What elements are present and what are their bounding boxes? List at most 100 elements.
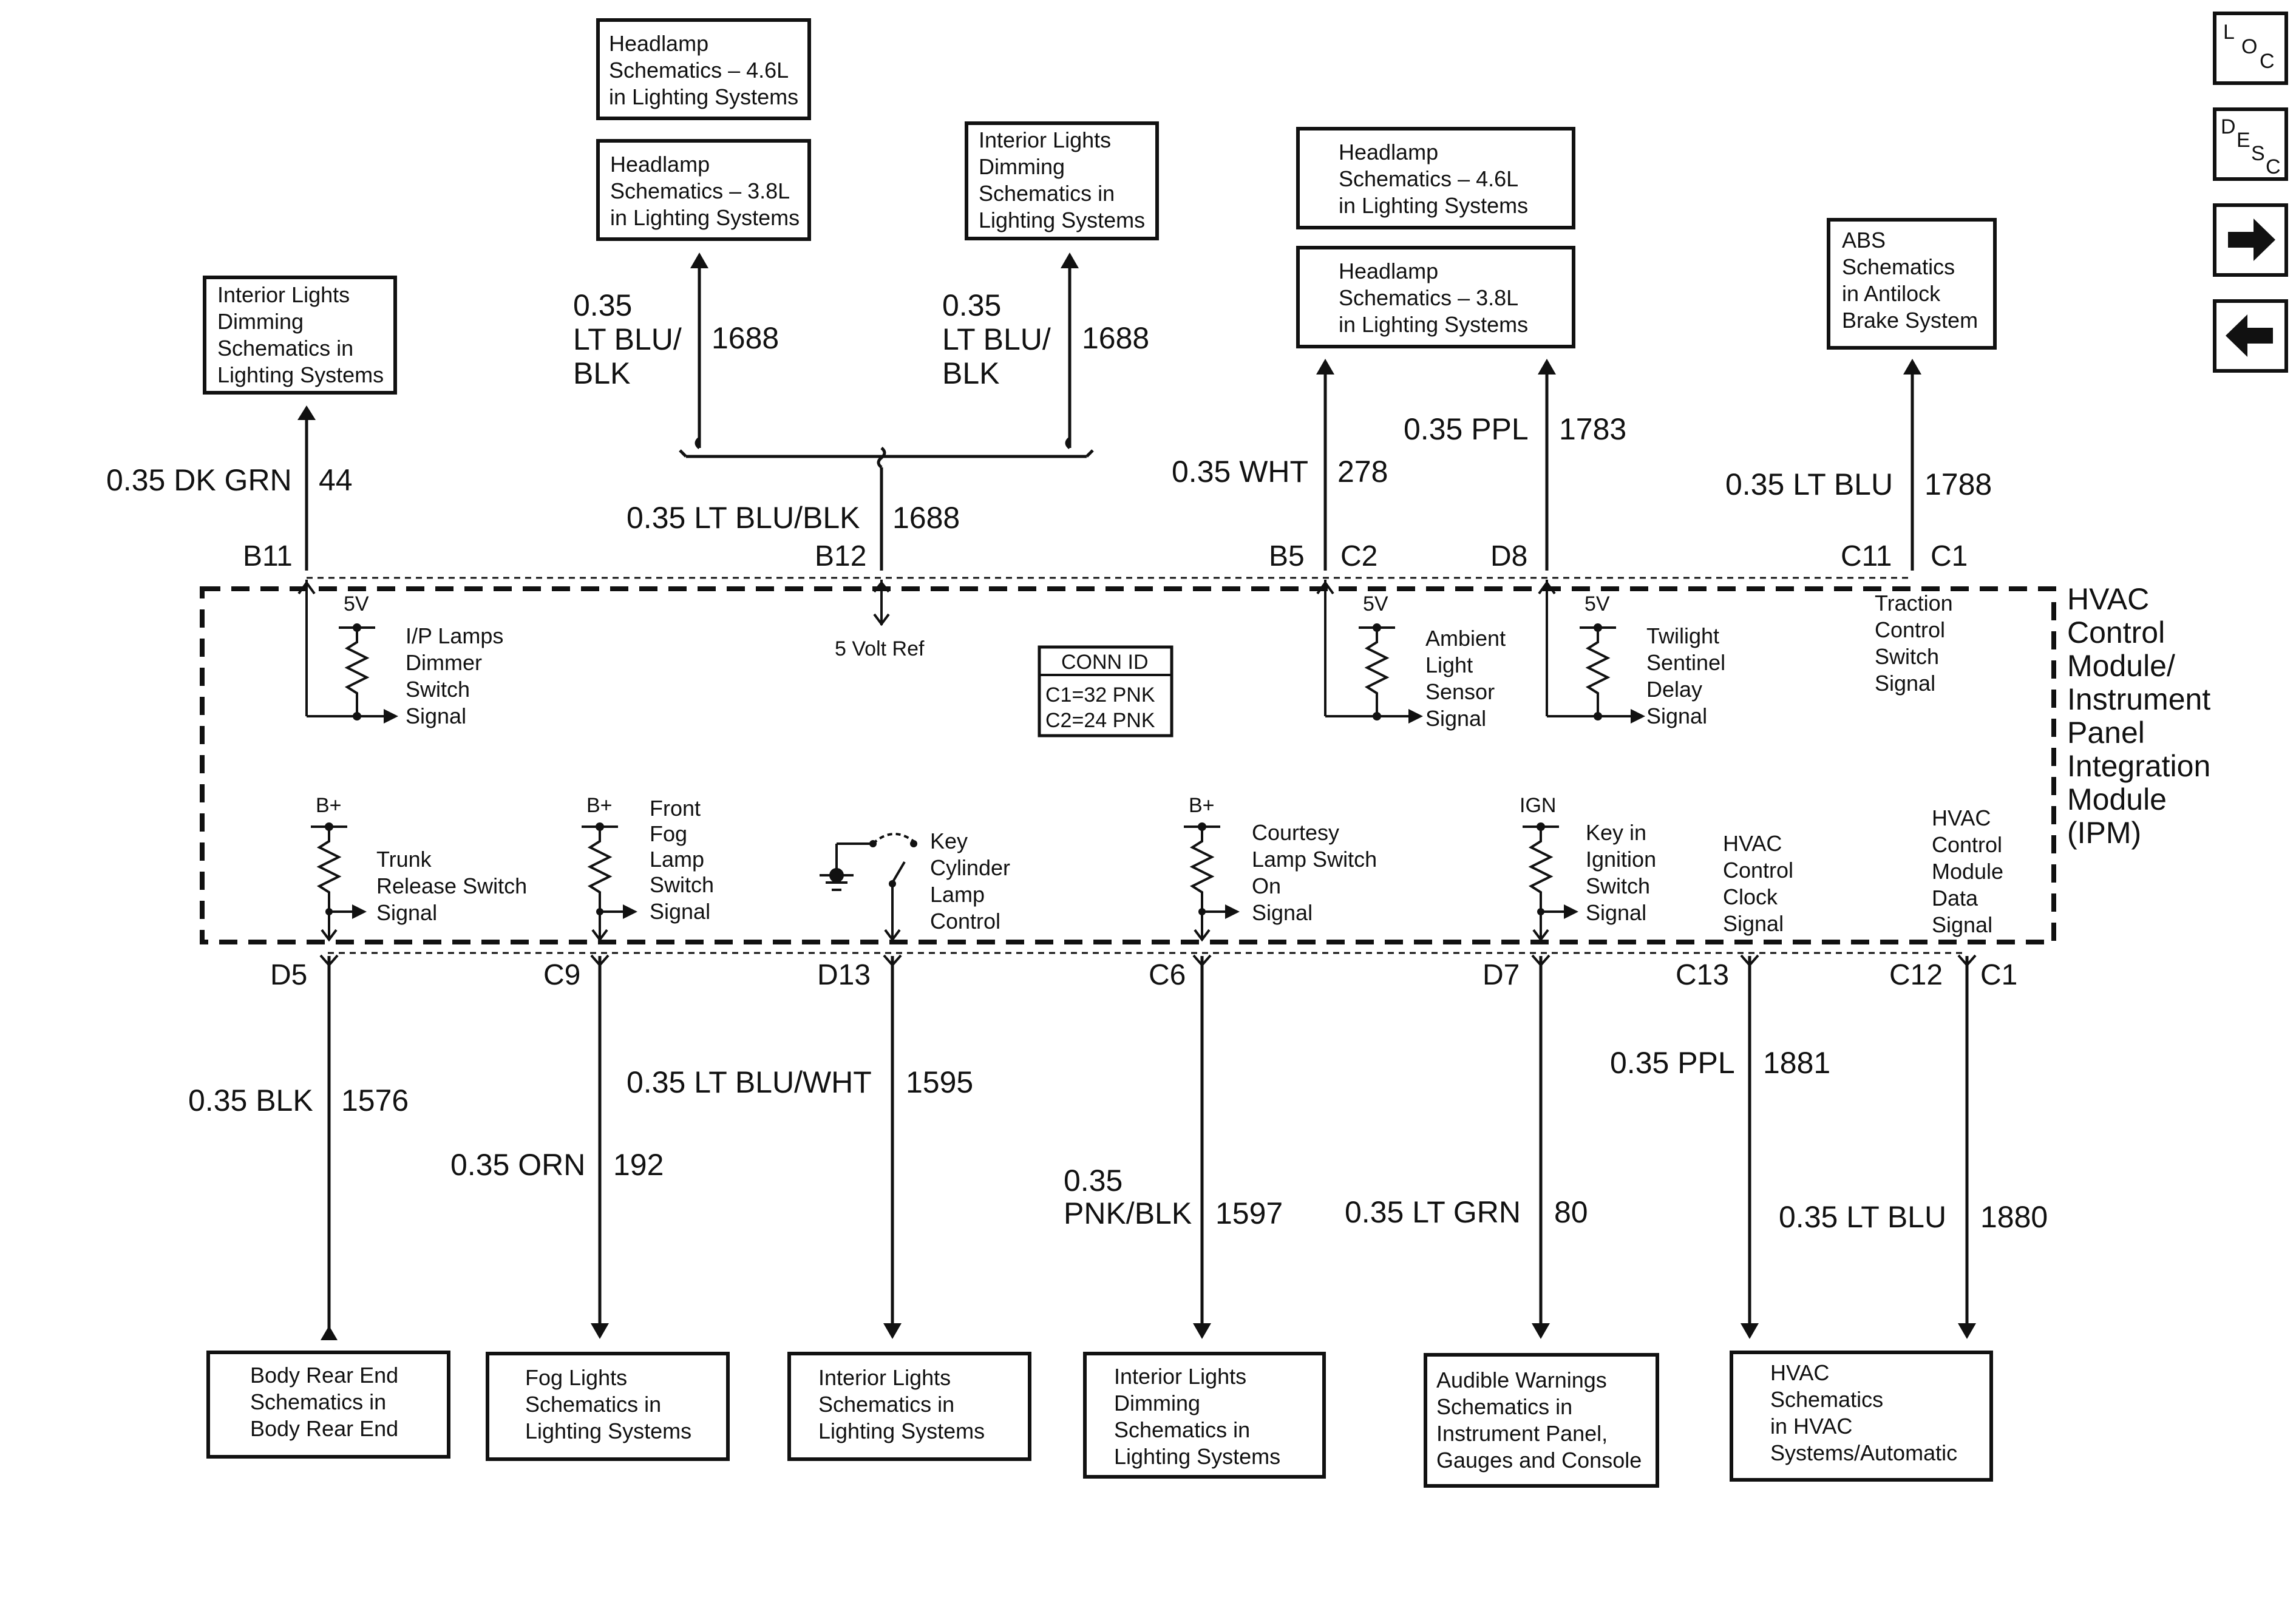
svg-text:Light: Light xyxy=(1425,653,1473,677)
svg-text:Control: Control xyxy=(930,909,1000,934)
svg-text:Twilight: Twilight xyxy=(1646,623,1719,648)
svg-text:B+: B+ xyxy=(586,794,613,817)
svg-text:C1: C1 xyxy=(1931,540,1968,572)
box-interior-dimming-mid[interactable]: Interior Lights Dimming Schematics in Li… xyxy=(965,121,1159,240)
prev-page-button[interactable] xyxy=(2213,299,2288,373)
svg-text:Schematics in: Schematics in xyxy=(1436,1394,1572,1419)
svg-text:Integration: Integration xyxy=(2067,749,2210,783)
wire-1595: D13 0.35 LT BLU/WHT 1595 xyxy=(627,954,973,1339)
wire-1880: C12 C1 0.35 LT BLU 1880 xyxy=(1779,954,2048,1339)
svg-text:HVAC: HVAC xyxy=(1723,831,1782,856)
svg-text:1788: 1788 xyxy=(1924,467,1992,501)
svg-text:0.35 ORN: 0.35 ORN xyxy=(450,1148,585,1182)
svg-text:HVAC: HVAC xyxy=(1770,1360,1829,1385)
svg-text:0.35 WHT: 0.35 WHT xyxy=(1172,455,1308,489)
svg-text:5V: 5V xyxy=(344,592,369,615)
svg-text:0.35 LT BLU: 0.35 LT BLU xyxy=(1725,467,1893,501)
svg-text:B12: B12 xyxy=(815,540,866,572)
box-interior-dimming-bottom[interactable]: Interior Lights Dimming Schematics in Li… xyxy=(1083,1352,1326,1479)
svg-text:Panel: Panel xyxy=(2067,716,2145,750)
svg-text:1881: 1881 xyxy=(1763,1046,1830,1080)
desc-button[interactable]: D E S C xyxy=(2213,107,2288,181)
svg-text:C2: C2 xyxy=(1340,540,1377,572)
svg-text:Interior Lights: Interior Lights xyxy=(1114,1364,1246,1389)
wire-44: 0.35 DK GRN 44 B11 xyxy=(106,405,353,572)
wire-1788: 0.35 LT BLU 1788 C11 C1 xyxy=(1725,359,1992,572)
svg-text:in Lighting Systems: in Lighting Systems xyxy=(610,205,800,230)
svg-text:CONN ID: CONN ID xyxy=(1061,651,1149,674)
svg-text:IGN: IGN xyxy=(1520,794,1556,817)
svg-text:Schematics in: Schematics in xyxy=(217,336,353,361)
svg-text:C9: C9 xyxy=(543,959,580,991)
svg-text:D: D xyxy=(2221,115,2236,138)
svg-text:Front: Front xyxy=(650,796,701,821)
svg-text:C: C xyxy=(2266,155,2281,178)
fog-circuit: B+ Front Fog Lamp Switch Signal xyxy=(582,794,714,942)
svg-text:Signal: Signal xyxy=(406,703,466,728)
svg-text:1783: 1783 xyxy=(1559,412,1626,446)
box-fog-lights[interactable]: Fog Lights Schematics in Lighting System… xyxy=(486,1352,730,1461)
svg-text:Release Switch: Release Switch xyxy=(376,873,527,898)
svg-text:80: 80 xyxy=(1554,1195,1588,1229)
box-headlamp-38-a[interactable]: Headlamp Schematics – 3.8L in Lighting S… xyxy=(596,139,811,241)
svg-text:Lighting Systems: Lighting Systems xyxy=(1114,1444,1280,1469)
loc-button[interactable]: L O C xyxy=(2213,12,2288,85)
svg-text:5V: 5V xyxy=(1584,592,1610,615)
svg-text:BLK: BLK xyxy=(573,356,631,390)
box-abs[interactable]: ABS Schematics in Antilock Brake System xyxy=(1827,218,1997,350)
svg-text:Delay: Delay xyxy=(1646,677,1702,702)
box-interior-dimming-left[interactable]: Interior Lights Dimming Schematics in Li… xyxy=(203,276,397,395)
svg-text:Schematics – 4.6L: Schematics – 4.6L xyxy=(609,58,789,83)
svg-text:Switch: Switch xyxy=(1586,873,1650,898)
svg-text:in Lighting Systems: in Lighting Systems xyxy=(1339,312,1528,337)
courtesy-circuit: B+ Courtesy Lamp Switch On Signal xyxy=(1184,794,1377,942)
svg-text:Key: Key xyxy=(930,829,968,853)
traction-label: Traction Control Switch Signal xyxy=(1875,591,1953,696)
svg-text:Ambient: Ambient xyxy=(1425,626,1506,651)
svg-text:Schematics – 3.8L: Schematics – 3.8L xyxy=(610,178,790,203)
svg-text:B11: B11 xyxy=(243,540,293,572)
svg-text:Schematics: Schematics xyxy=(1842,254,1955,279)
svg-text:in Lighting Systems: in Lighting Systems xyxy=(609,84,798,109)
svg-text:Switch: Switch xyxy=(406,677,470,702)
box-headlamp-38-b[interactable]: Headlamp Schematics – 3.8L in Lighting S… xyxy=(1296,246,1575,348)
box-interior-lights[interactable]: Interior Lights Schematics in Lighting S… xyxy=(787,1352,1031,1461)
key-ignition-circuit: IGN Key in Ignition Switch Signal xyxy=(1520,794,1656,942)
svg-text:Schematics in: Schematics in xyxy=(1114,1417,1250,1442)
svg-text:1597: 1597 xyxy=(1215,1196,1283,1230)
svg-text:C1: C1 xyxy=(1980,959,2017,991)
box-hvac-schematics[interactable]: HVAC Schematics in HVAC Systems/Automati… xyxy=(1730,1351,1993,1482)
svg-text:Module: Module xyxy=(1932,859,2003,884)
svg-text:Dimming: Dimming xyxy=(979,154,1065,179)
svg-text:C12: C12 xyxy=(1889,959,1943,991)
svg-text:(IPM): (IPM) xyxy=(2067,816,2141,850)
svg-text:Schematics: Schematics xyxy=(1770,1387,1883,1412)
svg-text:Fog: Fog xyxy=(650,821,687,846)
wire-1597: C6 0.35 PNK/BLK 1597 xyxy=(1064,954,1283,1339)
box-audible-warnings[interactable]: Audible Warnings Schematics in Instrumen… xyxy=(1424,1353,1659,1488)
arrow-right-icon xyxy=(2228,219,2275,261)
box-body-rear-end[interactable]: Body Rear End Schematics in Body Rear En… xyxy=(206,1351,450,1459)
svg-text:Lighting Systems: Lighting Systems xyxy=(818,1419,985,1443)
svg-text:0.35 DK GRN: 0.35 DK GRN xyxy=(106,463,292,497)
box-headlamp-46-a[interactable]: Headlamp Schematics – 4.6L in Lighting S… xyxy=(596,18,811,120)
svg-text:Signal: Signal xyxy=(650,899,710,924)
svg-text:Systems/Automatic: Systems/Automatic xyxy=(1770,1440,1957,1465)
svg-text:1576: 1576 xyxy=(341,1083,409,1117)
svg-text:S: S xyxy=(2251,142,2265,165)
svg-text:B5: B5 xyxy=(1269,540,1305,572)
next-page-button[interactable] xyxy=(2213,203,2288,277)
ipm-module xyxy=(200,577,2056,954)
svg-text:Headlamp: Headlamp xyxy=(609,31,708,56)
svg-text:Switch: Switch xyxy=(650,872,714,897)
trunk-circuit: B+ Trunk Release Switch Signal xyxy=(311,794,527,942)
svg-text:Traction: Traction xyxy=(1875,591,1953,615)
box-headlamp-46-b[interactable]: Headlamp Schematics – 4.6L in Lighting S… xyxy=(1296,127,1575,229)
svg-text:Switch: Switch xyxy=(1875,644,1939,669)
svg-text:C13: C13 xyxy=(1676,959,1729,991)
svg-text:Signal: Signal xyxy=(376,900,437,925)
svg-text:278: 278 xyxy=(1337,455,1388,489)
svg-text:HVAC: HVAC xyxy=(2067,582,2149,616)
svg-text:Dimming: Dimming xyxy=(1114,1391,1200,1415)
